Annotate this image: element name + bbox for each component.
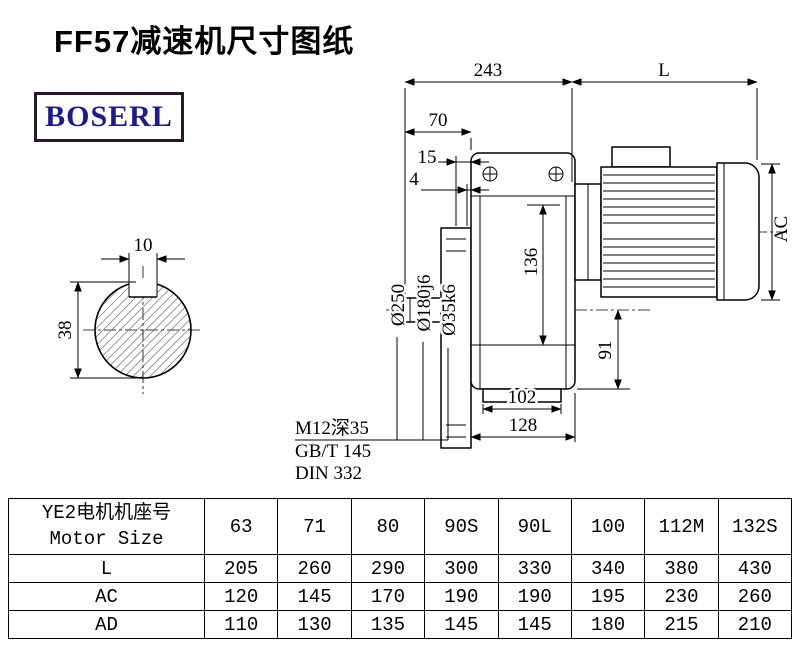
table-cell: 300 [424, 554, 499, 583]
col-header: 112M [644, 498, 719, 555]
dimension-drawing: 10 38 [55, 60, 792, 484]
table-cell: 260 [717, 582, 793, 611]
dim-key-width-label: 10 [134, 235, 153, 256]
col-header: 90S [424, 498, 499, 555]
dim-243-label: 243 [474, 60, 503, 81]
table-cell: 215 [644, 610, 719, 639]
brand-logo: BOSERL [34, 92, 184, 142]
note-gbt-label: GB/T 145 [295, 441, 371, 462]
dim-136-label: 136 [521, 248, 542, 277]
dia-shaft-label: Ø35k6 [439, 284, 460, 336]
row-label-AD: AD [8, 610, 205, 639]
col-header: 132S [717, 498, 793, 555]
col-header: 71 [277, 498, 352, 555]
table-cell: 340 [570, 554, 646, 583]
motor-body [600, 166, 718, 298]
table-cell: 230 [644, 582, 719, 611]
dia-flange-label: Ø250 [388, 284, 409, 326]
table-cell: 170 [350, 582, 426, 611]
col-header: 80 [350, 498, 426, 555]
table-cell: 290 [350, 554, 426, 583]
brand-logo-text: BOSERL [45, 100, 173, 133]
table-cell: 330 [497, 554, 572, 583]
dim-15-label: 15 [418, 147, 437, 168]
table-cell: 120 [203, 582, 279, 611]
table-cell: 260 [277, 554, 352, 583]
output-flange [440, 227, 472, 449]
table-cell: 110 [203, 610, 279, 639]
table-cell: 205 [203, 554, 279, 583]
table-cell: 180 [570, 610, 646, 639]
shaft-end-view: 10 38 [55, 235, 203, 394]
note-din-label: DIN 332 [295, 463, 362, 484]
col-header: 90L [497, 498, 572, 555]
table-header-cn: YE2电机机座号 [41, 501, 172, 524]
dim-4-label: 4 [409, 169, 419, 190]
fan-cover [716, 162, 760, 301]
table-cell: 190 [497, 582, 572, 611]
gearbox-side-view [386, 146, 782, 449]
dim-91-label: 91 [595, 341, 616, 360]
table-cell: 145 [497, 610, 572, 639]
table-cell: 135 [350, 610, 426, 639]
dim-AC-label: AC [771, 216, 792, 242]
table-cell: 130 [277, 610, 352, 639]
table-row: AC 120 145 170 190 190 195 230 260 [8, 582, 793, 611]
motor-fins [603, 174, 715, 288]
motor-size-table: YE2电机机座号 Motor Size 63 71 80 90S 90L 100… [8, 498, 793, 639]
dim-128-label: 128 [509, 415, 538, 436]
housing-bottom-boss [482, 388, 562, 403]
row-label-L: L [8, 554, 205, 583]
note-tap-label: M12深35 [295, 417, 369, 439]
dimensions: 243 L 70 15 4 Ø250 Ø180j6 Ø35k6 136 [295, 60, 792, 484]
dim-70-label: 70 [429, 110, 448, 131]
dia-spigot-label: Ø180j6 [414, 275, 435, 332]
table-cell: 145 [277, 582, 352, 611]
table-cell: 430 [717, 554, 793, 583]
row-label-AC: AC [8, 582, 205, 611]
page-title: FF57减速机尺寸图纸 [54, 24, 355, 59]
table-header-motor-size: YE2电机机座号 Motor Size [8, 498, 205, 555]
table-cell: 380 [644, 554, 719, 583]
dim-102-label: 102 [508, 387, 537, 408]
dim-shaft-height-label: 38 [55, 321, 76, 340]
table-cell: 145 [424, 610, 499, 639]
table-cell: 210 [717, 610, 793, 639]
table-header-en: Motor Size [49, 527, 164, 550]
table-row: L 205 260 290 300 330 340 380 430 [8, 554, 793, 583]
col-header: 63 [203, 498, 279, 555]
table-cell: 195 [570, 582, 646, 611]
terminal-box [611, 146, 671, 168]
col-header: 100 [570, 498, 646, 555]
table-cell: 190 [424, 582, 499, 611]
table-row: AD 110 130 135 145 145 180 215 210 [8, 610, 793, 639]
dim-L-label: L [658, 60, 670, 81]
